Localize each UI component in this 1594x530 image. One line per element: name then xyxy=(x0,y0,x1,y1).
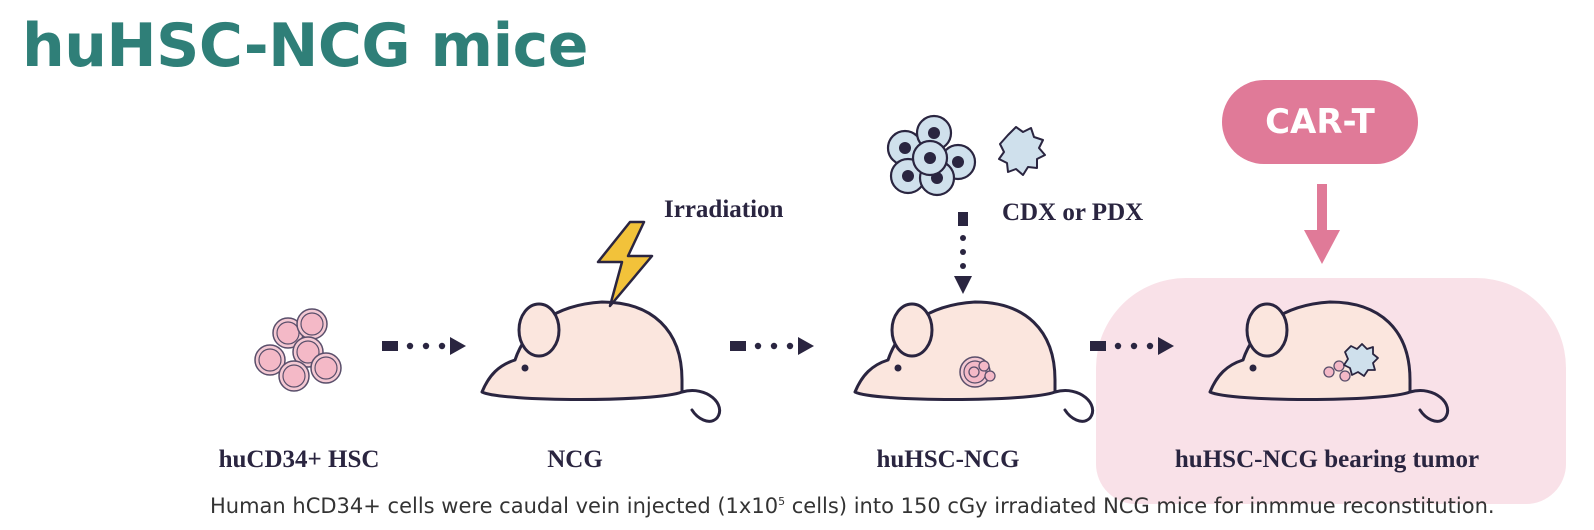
injection-arrow-icon xyxy=(954,212,972,294)
caption-superscript: 5 xyxy=(778,495,786,508)
stage-label-tumor: huHSC-NCG bearing tumor xyxy=(1174,446,1480,473)
cdx-pdx-cells-icon xyxy=(886,114,977,197)
cdx-pdx-label: CDX or PDX xyxy=(1002,199,1144,226)
page-title: huHSC-NCG mice xyxy=(22,11,588,81)
stage-label-hsc: huCD34+ HSC xyxy=(218,446,380,473)
hsc-cells-icon xyxy=(254,308,342,392)
figure-caption: Human hCD34+ cells were caudal vein inje… xyxy=(210,494,1495,518)
car-t-arrow-icon xyxy=(1304,184,1340,264)
reconstituted-cells-icon xyxy=(968,360,1351,382)
arrow-icon xyxy=(730,337,814,355)
arrow-icon xyxy=(1090,337,1174,355)
tumor-cell-icon xyxy=(998,126,1046,176)
lightning-icon xyxy=(596,220,654,308)
car-t-badge: CAR-T xyxy=(1222,80,1418,164)
irradiation-label: Irradiation xyxy=(664,196,784,223)
arrow-icon xyxy=(382,337,466,355)
ncg-mouse-icon xyxy=(480,300,722,423)
caption-text-start: Human hCD34+ cells were caudal vein inje… xyxy=(210,494,779,518)
stage-label-ncg: NCG xyxy=(547,446,603,473)
stage-label-huhsc-ncg: huHSC-NCG xyxy=(876,446,1020,473)
caption-text-end: cells) into 150 cGy irradiated NCG mice … xyxy=(785,494,1495,518)
huhsc-ncg-mouse-icon xyxy=(853,300,1095,423)
tumor-icon xyxy=(1343,343,1379,377)
tumor-mouse-icon xyxy=(1208,300,1450,423)
